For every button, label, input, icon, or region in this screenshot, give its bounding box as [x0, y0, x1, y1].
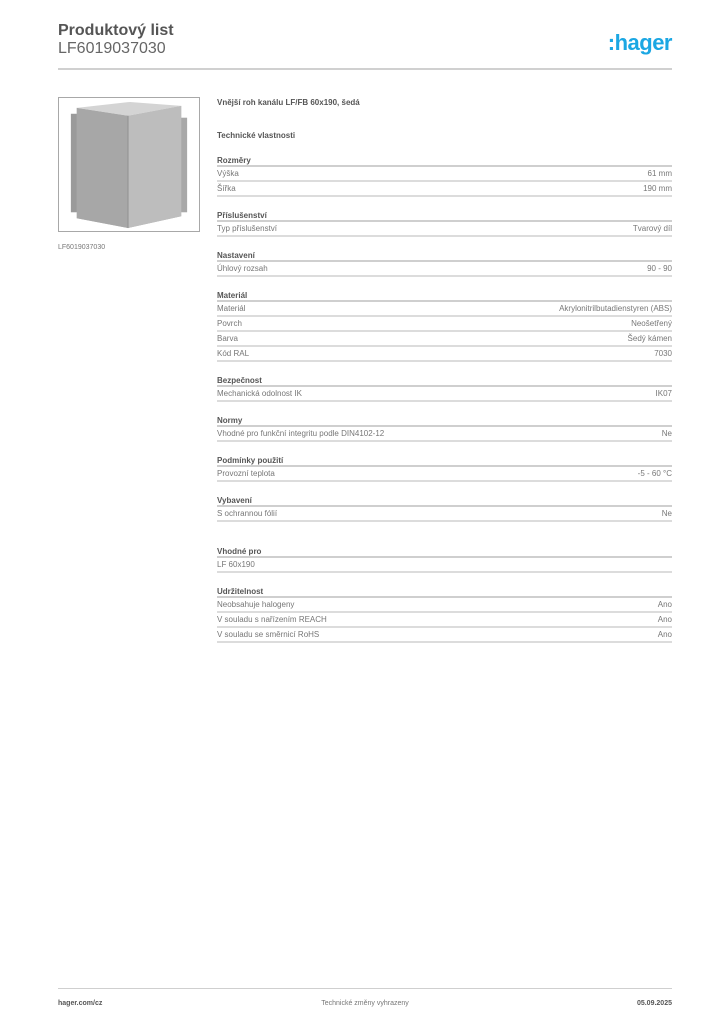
spec-label: V souladu se směrnicí RoHS — [217, 630, 320, 639]
section-title: Technické vlastnosti — [217, 131, 296, 140]
corner-piece-icon — [70, 101, 188, 229]
spec-row: Výška 61 mm — [217, 167, 672, 182]
spec-row: Kód RAL 7030 — [217, 347, 672, 362]
footer-divider — [58, 988, 672, 989]
group-heading: Bezpečnost — [217, 375, 672, 387]
product-image — [58, 97, 200, 232]
product-code: LF6019037030 — [58, 40, 166, 57]
spec-row: Materiál Akrylonitrilbutadienstyren (ABS) — [217, 302, 672, 317]
spec-value: Neošetřený — [631, 319, 672, 328]
spec-label: Vhodné pro funkční integritu podle DIN41… — [217, 429, 385, 438]
spec-label: Kód RAL — [217, 349, 250, 358]
group-heading: Vhodné pro — [217, 546, 672, 558]
spec-sheet: Vnější roh kanálu LF/FB 60x190, šedá Tec… — [217, 96, 672, 643]
spec-value: Ne — [661, 429, 672, 438]
spec-row: Provozní teplota -5 - 60 °C — [217, 467, 672, 482]
spec-value: 90 - 90 — [647, 264, 672, 273]
spec-label: Neobsahuje halogeny — [217, 600, 295, 609]
spec-value: 61 mm — [647, 169, 672, 178]
spec-group: Vhodné pro LF 60x190 — [217, 546, 672, 573]
spec-row: V souladu s nařízením REACH Ano — [217, 613, 672, 628]
spec-label: LF 60x190 — [217, 560, 255, 569]
group-heading: Příslušenství — [217, 210, 672, 222]
spec-label: Provozní teplota — [217, 469, 275, 478]
spec-label: Typ příslušenství — [217, 224, 278, 233]
spec-value: 190 mm — [643, 184, 672, 193]
spec-row: V souladu se směrnicí RoHS Ano — [217, 628, 672, 643]
spec-label: Mechanická odolnost IK — [217, 389, 302, 398]
spec-value: Ne — [661, 509, 672, 518]
spec-value: 7030 — [654, 349, 672, 358]
spec-row: Typ příslušenství Tvarový díl — [217, 222, 672, 237]
document-title: Produktový list — [58, 22, 174, 39]
spec-value: Šedý kámen — [627, 334, 672, 343]
spec-row: Vhodné pro funkční integritu podle DIN41… — [217, 427, 672, 442]
product-name: Vnější roh kanálu LF/FB 60x190, šedá — [217, 98, 360, 107]
spec-value: -5 - 60 °C — [637, 469, 672, 478]
spec-value: Ano — [657, 600, 672, 609]
group-heading: Nastavení — [217, 250, 672, 262]
image-caption: LF6019037030 — [58, 244, 106, 251]
spec-value: IK07 — [655, 389, 672, 398]
group-heading: Materiál — [217, 290, 672, 302]
spec-group: Vybavení S ochrannou fólií Ne — [217, 495, 672, 522]
spec-value: Ano — [657, 630, 672, 639]
spec-label: Barva — [217, 334, 238, 343]
spec-row: LF 60x190 — [217, 558, 672, 573]
group-heading: Normy — [217, 415, 672, 427]
spec-value: Ano — [657, 615, 672, 624]
spec-label: Materiál — [217, 304, 246, 313]
group-heading: Vybavení — [217, 495, 672, 507]
spec-row: Úhlový rozsah 90 - 90 — [217, 262, 672, 277]
page-header: Produktový list LF6019037030 :hager — [58, 22, 673, 70]
spec-value: Akrylonitrilbutadienstyren (ABS) — [559, 304, 672, 313]
hager-logo: :hager — [607, 30, 673, 55]
website-link[interactable]: hager.com/cz — [58, 1000, 103, 1007]
spec-label: Úhlový rozsah — [217, 264, 268, 273]
spec-row: Neobsahuje halogeny Ano — [217, 598, 672, 613]
spec-row: Povrch Neošetřený — [217, 317, 672, 332]
spec-label: V souladu s nařízením REACH — [217, 615, 327, 624]
spec-row: S ochrannou fólií Ne — [217, 507, 672, 522]
spec-row: Mechanická odolnost IK IK07 — [217, 387, 672, 402]
disclaimer: Technické změny vyhrazeny — [321, 1000, 409, 1007]
group-heading: Podmínky použití — [217, 455, 672, 467]
group-heading: Rozměry — [217, 155, 672, 167]
spec-value: Tvarový díl — [632, 224, 672, 233]
document-date: 05.09.2025 — [636, 1000, 672, 1007]
spec-label: Šířka — [217, 184, 236, 193]
spec-label: Výška — [217, 169, 239, 178]
spec-label: S ochrannou fólií — [217, 509, 278, 518]
page-footer: hager.com/cz Technické změny vyhrazeny 0… — [58, 998, 672, 1010]
spec-row: Šířka 190 mm — [217, 182, 672, 197]
spec-row: Barva Šedý kámen — [217, 332, 672, 347]
spec-label: Povrch — [217, 319, 242, 328]
header-divider — [58, 68, 672, 70]
group-heading: Udržitelnost — [217, 586, 672, 598]
